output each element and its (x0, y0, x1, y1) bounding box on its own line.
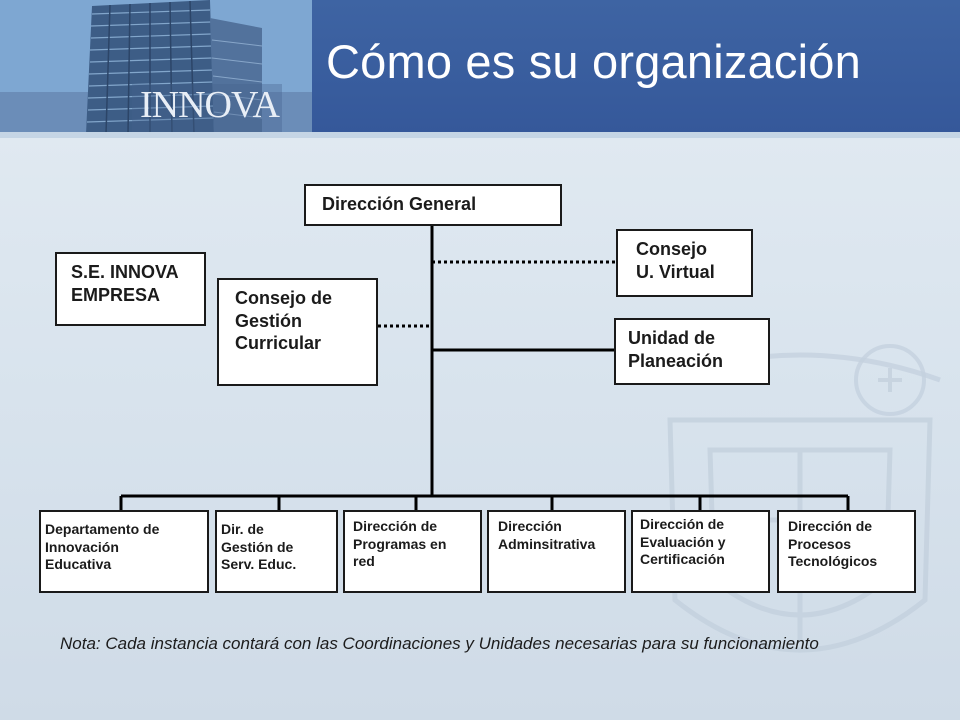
node-label-line: Serv. Educ. (221, 556, 297, 572)
node-departamento-innovacion-educativa: Departamento de Innovación Educativa (39, 510, 209, 593)
node-dir-gestion-serv-educ: Dir. de Gestión de Serv. Educ. (215, 510, 338, 593)
node-label-line: Consejo (636, 239, 708, 259)
node-direccion-procesos-tecnologicos: Dirección de Procesos Tecnológicos (777, 510, 916, 593)
node-label-line: EMPRESA (71, 284, 161, 305)
node-label-line: Educativa (45, 556, 112, 572)
node-label-line: Departamento de (45, 521, 160, 537)
node-label-line: Gestión de (221, 538, 294, 555)
node-label-line: Innovación (45, 538, 119, 555)
node-label-line: Dir. de (221, 521, 264, 537)
node-label-line: Dirección (498, 518, 562, 534)
node-label-line: Planeación (628, 350, 724, 371)
node-direccion-programas-en-red: Dirección de Programas en red (343, 510, 482, 593)
node-se-innova-empresa: S.E. INNOVA EMPRESA (55, 252, 206, 326)
node-label-line: U. Virtual (636, 261, 715, 282)
page-title: Cómo es su organización (326, 35, 861, 88)
node-label-line: Dirección de (640, 516, 725, 532)
node-label-line: Curricular (235, 333, 322, 353)
node-direccion-evaluacion-certificacion: Dirección de Evaluación y Certificación (631, 510, 770, 593)
node-label-line: Consejo de (235, 288, 333, 308)
footnote: Nota: Cada instancia contará con las Coo… (60, 634, 819, 653)
node-label-line: Adminsitrativa (498, 535, 596, 552)
node-label-line: red (353, 553, 375, 569)
node-label-line: Unidad de (628, 328, 716, 348)
node-unidad-planeacion: Unidad de Planeación (614, 318, 770, 385)
node-label-line: Dirección de (353, 518, 438, 534)
node-label-line: Gestión (235, 310, 303, 331)
node-label-line: Evaluación y (640, 533, 726, 550)
node-direccion-general: Dirección General (304, 184, 562, 226)
node-label-line: Programas en (353, 535, 447, 552)
building-illustration-icon (0, 0, 312, 134)
node-label-line: Procesos (788, 535, 852, 552)
logo-text: INNOVA (140, 84, 280, 126)
node-label-line: S.E. INNOVA (71, 262, 179, 282)
header-divider (0, 132, 960, 138)
node-label-line: Certificación (640, 551, 725, 567)
node-consejo-gestion-curricular: Consejo de Gestión Curricular (217, 278, 378, 386)
node-label-line: Dirección de (788, 518, 873, 534)
node-label: Dirección General (322, 194, 477, 214)
node-label-line: Tecnológicos (788, 553, 878, 569)
node-direccion-administrativa: Dirección Adminsitrativa (487, 510, 626, 593)
node-consejo-u-virtual: Consejo U. Virtual (616, 229, 753, 297)
building-photo: INNOVA (0, 0, 312, 134)
